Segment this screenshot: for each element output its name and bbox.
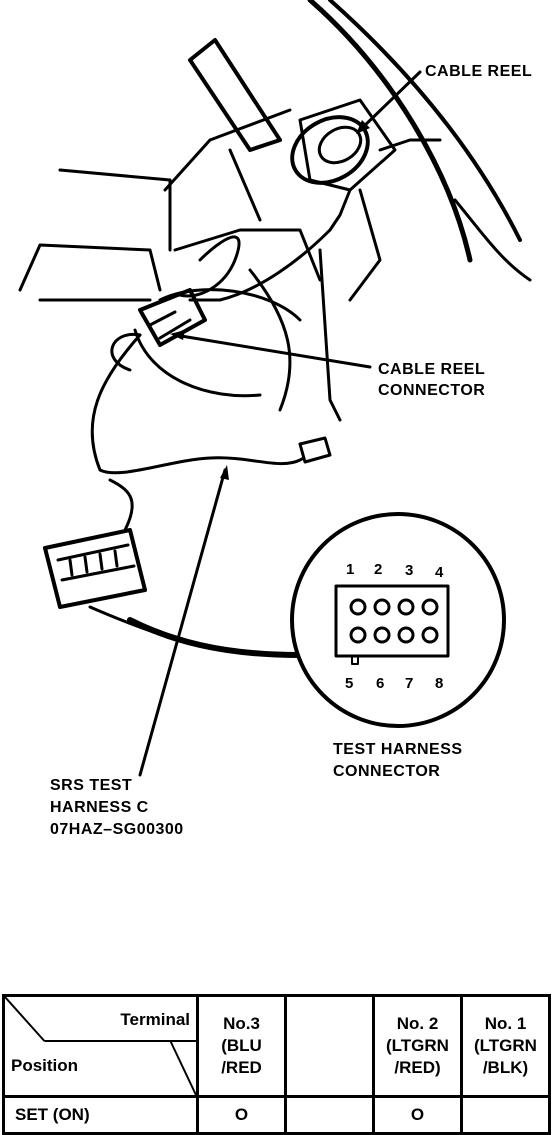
pin-number: 7 (405, 675, 414, 692)
continuity-cell (460, 1095, 551, 1135)
pin-number: 5 (345, 675, 354, 692)
pin-number: 3 (405, 562, 414, 579)
column-header: No. 1 (LTGRN /BLK) (460, 994, 551, 1098)
srs-wiring-illustration (18, 0, 532, 777)
cable-reel-connector (138, 288, 207, 347)
connector-pins (349, 598, 439, 644)
column-header (284, 994, 375, 1098)
diagonal-divider (5, 997, 196, 1095)
position-cell: SET (ON) (2, 1095, 199, 1135)
table-header-row: Terminal Position No.3 (BLU /RED No. 2 (… (2, 994, 551, 1098)
terminal-position-header: Terminal Position (2, 994, 199, 1098)
test-harness-cable (90, 333, 320, 475)
cable-reel (290, 98, 442, 232)
column-header: No. 2 (LTGRN /RED) (372, 994, 463, 1098)
test-harness-connector-detail (290, 512, 506, 728)
continuity-cell (284, 1095, 375, 1135)
test-harness-plug (43, 528, 212, 650)
pin-number: 8 (435, 675, 444, 692)
pin-number: 1 (346, 561, 355, 578)
steering-column-stalk (188, 38, 282, 152)
pin-number: 6 (376, 675, 385, 692)
cable-reel-label: CABLE REEL (425, 63, 533, 80)
terminal-position-table: Terminal Position No.3 (BLU /RED No. 2 (… (2, 994, 551, 1135)
position-header-label: Position (11, 1056, 79, 1075)
continuity-cell: O (196, 1095, 287, 1135)
pin-number: 4 (435, 564, 444, 581)
pin-number: 2 (374, 561, 383, 578)
steering-wheel (307, 0, 473, 263)
terminal-header-label: Terminal (120, 1010, 190, 1029)
dashboard-panel (18, 243, 162, 302)
srs-test-harness-label-line1: SRS TEST (50, 777, 133, 794)
test-harness-connector-label-line2: CONNECTOR (333, 763, 441, 780)
cable-reel-connector-label-line2: CONNECTOR (378, 382, 486, 399)
cable-reel-connector-label-line1: CABLE REEL (378, 361, 486, 378)
connector-face (334, 584, 450, 658)
srs-test-harness-label-line2: HARNESS C (50, 799, 149, 816)
continuity-cell: O (372, 1095, 463, 1135)
harness-wire (188, 228, 332, 302)
test-harness-connector-label-line1: TEST HARNESS (333, 741, 463, 758)
srs-test-harness-part-number: 07HAZ–SG00300 (50, 821, 184, 838)
table-row: SET (ON) O O (2, 1095, 551, 1135)
column-header: No.3 (BLU /RED (196, 994, 287, 1098)
